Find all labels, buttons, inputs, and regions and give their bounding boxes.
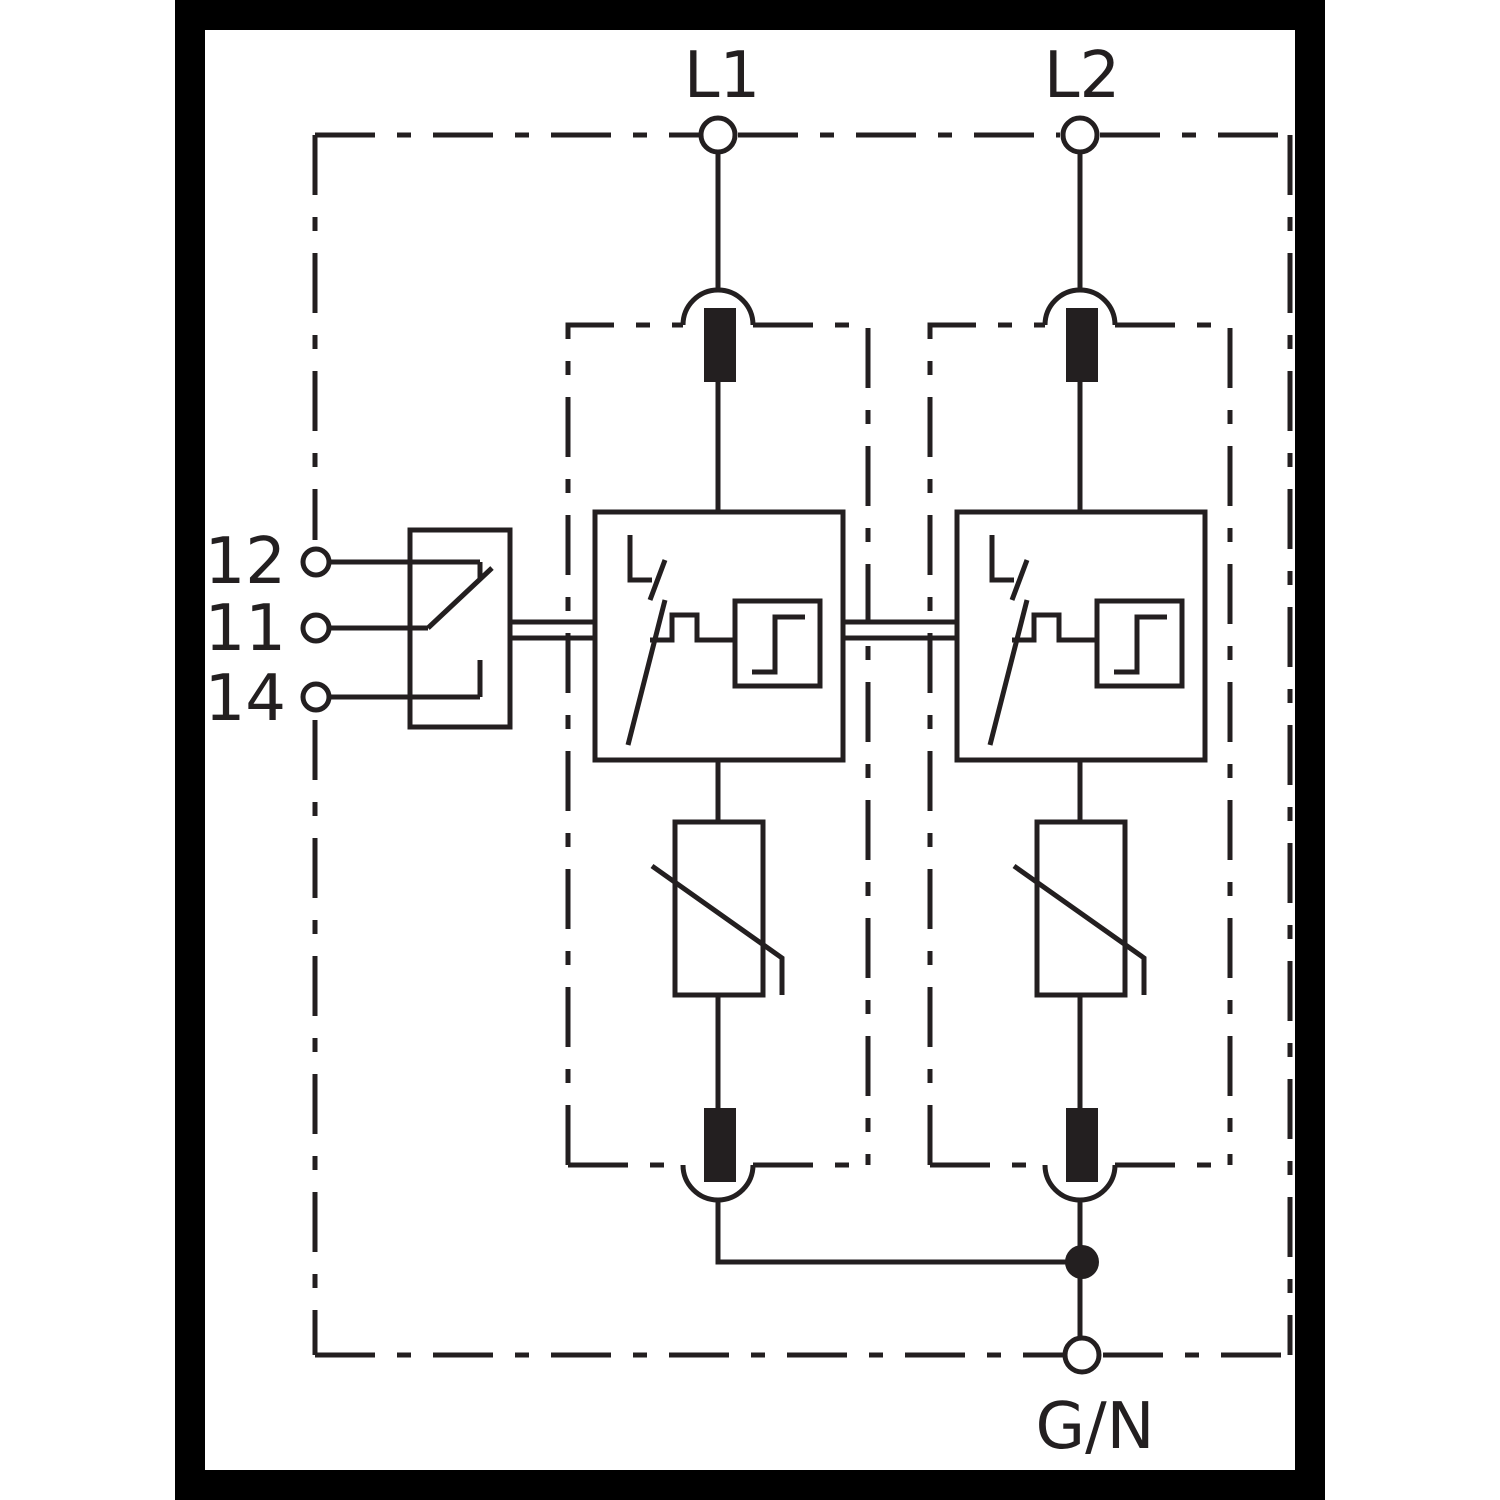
- protection-module-l2: [927, 135, 1233, 1203]
- terminal-l1: [698, 115, 738, 155]
- terminal-11: [300, 612, 332, 644]
- terminal-12: [300, 546, 332, 578]
- plug-contact-bottom-l1: [704, 1108, 736, 1182]
- varistor-l2: [1034, 819, 1128, 998]
- plug-contact-bottom-l2: [1066, 1108, 1098, 1182]
- ground-bus: [715, 1200, 1099, 1340]
- label-14: 14: [205, 662, 286, 736]
- label-l1: L1: [684, 39, 760, 113]
- junction-dot: [1065, 1245, 1099, 1279]
- varistor-l1: [672, 819, 766, 998]
- mechanical-linkage: [510, 619, 957, 641]
- label-12: 12: [205, 525, 286, 599]
- terminal-14: [300, 681, 332, 713]
- protection-module-l1: [565, 135, 871, 1203]
- device-enclosure: [312, 132, 1293, 1358]
- status-indicator-l2: [1094, 598, 1185, 689]
- label-11: 11: [205, 592, 286, 666]
- remote-signal-contact: [300, 527, 513, 730]
- outer-frame: [175, 0, 1325, 1500]
- label-gn: G/N: [1035, 1390, 1154, 1464]
- label-l2: L2: [1044, 39, 1120, 113]
- plug-contact-top-l2: [1066, 308, 1098, 382]
- plug-contact-top-l1: [704, 308, 736, 382]
- terminal-gn: [1062, 1335, 1102, 1375]
- status-indicator-l1: [732, 598, 823, 689]
- terminal-l2: [1060, 115, 1100, 155]
